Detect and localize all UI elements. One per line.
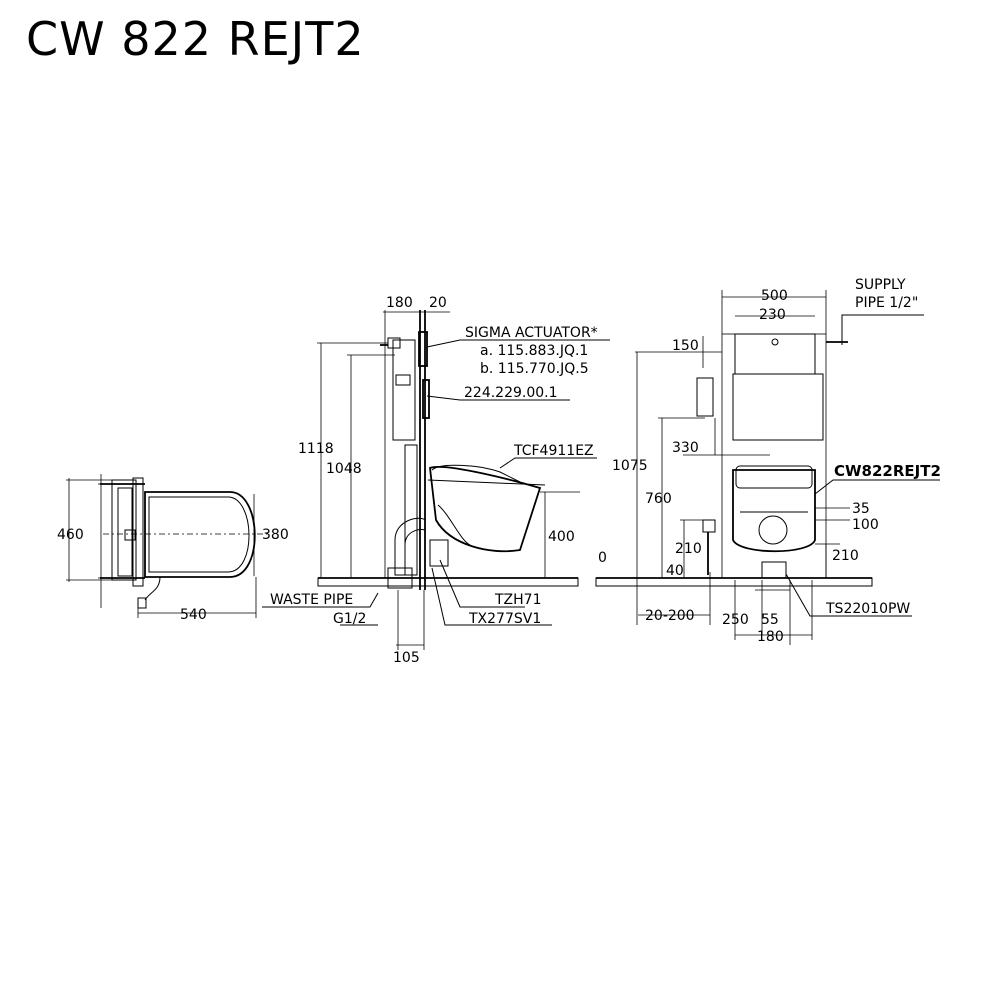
front-dim-35: 35 (852, 501, 870, 517)
plan-dim-540: 540 (180, 607, 207, 623)
side-dim-20: 20 (429, 295, 447, 311)
supply-label-1: SUPPLY (855, 277, 906, 293)
supply-label-2: PIPE 1/2" (855, 295, 918, 311)
side-dim-180: 180 (386, 295, 413, 311)
front-dim-40: 40 (666, 563, 684, 579)
side-dim-400: 400 (548, 529, 575, 545)
front-dim-500: 500 (761, 288, 788, 304)
front-dim-250: 250 (722, 612, 749, 628)
frame-part-label: 224.229.00.1 (464, 385, 558, 401)
tx-label: TX277SV1 (468, 611, 541, 627)
front-dim-1075: 1075 (612, 458, 648, 474)
front-dim-20-200: 20-200 (645, 608, 695, 624)
front-dim-210-left: 210 (675, 541, 702, 557)
waste-pipe-label: WASTE PIPE (270, 592, 353, 608)
side-view: 180 20 1118 1048 400 105 SIGMA ACTUATOR*… (262, 295, 610, 666)
waste-thread-label: G1/2 (333, 611, 366, 627)
side-dim-1118: 1118 (298, 441, 334, 457)
front-view: 500 230 150 1075 330 760 210 40 0 20-200… (595, 277, 941, 645)
front-dim-230: 230 (759, 307, 786, 323)
ts-part-label: TS22010PW (825, 601, 910, 617)
front-dim-0: 0 (598, 550, 607, 566)
front-dim-180: 180 (757, 629, 784, 645)
plan-dim-380: 380 (262, 527, 289, 543)
seat-part-label: TCF4911EZ (513, 443, 594, 459)
front-dim-100: 100 (852, 517, 879, 533)
page-title: CW 822 REJT2 (26, 12, 365, 66)
model-label: CW822REJT2 (834, 462, 941, 480)
actuator-b: b. 115.770.JQ.5 (480, 361, 589, 377)
side-dim-105: 105 (393, 650, 420, 666)
side-dim-1048: 1048 (326, 461, 362, 477)
front-dim-760: 760 (645, 491, 672, 507)
actuator-title: SIGMA ACTUATOR* (465, 325, 598, 341)
plan-view: 460 380 540 (57, 474, 289, 623)
front-dim-210-right: 210 (832, 548, 859, 564)
front-dim-55: 55 (761, 612, 779, 628)
plan-dim-460: 460 (57, 527, 84, 543)
front-dim-330: 330 (672, 440, 699, 456)
actuator-a: a. 115.883.JQ.1 (480, 343, 588, 359)
tzh-label: TZH71 (494, 592, 541, 608)
front-dim-150: 150 (672, 338, 699, 354)
